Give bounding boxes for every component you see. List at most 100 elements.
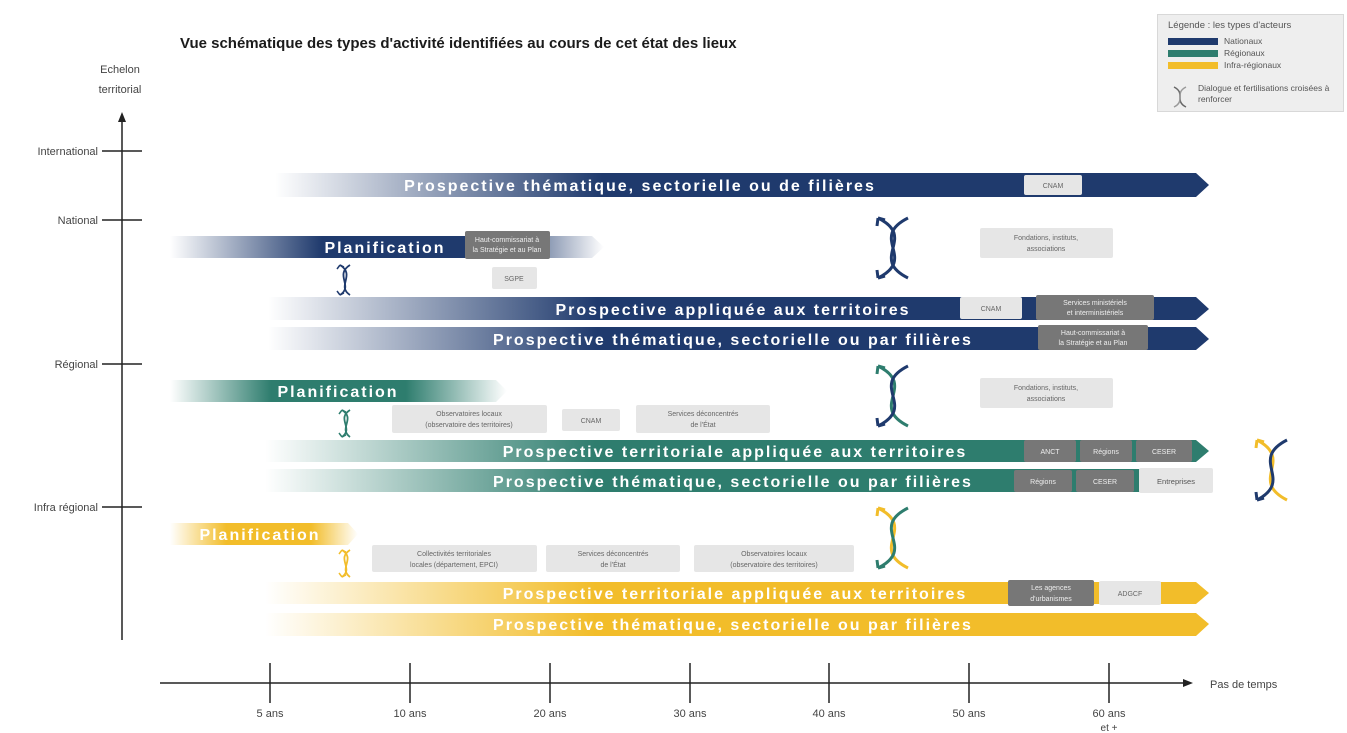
svg-text:CESER: CESER xyxy=(1152,449,1176,456)
actor-tag: Haut-commissariat à la Stratégie et au P… xyxy=(1038,325,1148,350)
svg-text:CNAM: CNAM xyxy=(1043,183,1064,190)
svg-text:Observatoires locaux: Observatoires locaux xyxy=(741,551,807,558)
actor-tag: Fondations, instituts, associations xyxy=(980,228,1113,258)
actor-tag: Entreprises xyxy=(1139,468,1213,493)
y-axis-title-line1: Echelon xyxy=(100,64,140,76)
actor-tag: Haut-commissariat à la Stratégie et au P… xyxy=(465,231,550,259)
actor-tag: Services déconcentrés de l'État xyxy=(636,405,770,433)
svg-text:Entreprises: Entreprises xyxy=(1157,477,1195,486)
legend-dialogue-note: Dialogue et fertilisations croisées à re… xyxy=(1198,83,1330,104)
legend-swatch-regionaux xyxy=(1168,50,1218,57)
band-label: Prospective territoriale appliquée aux t… xyxy=(503,586,968,603)
actor-tag: CNAM xyxy=(1024,175,1082,195)
svg-text:ADGCF: ADGCF xyxy=(1118,591,1143,598)
svg-text:de l'État: de l'État xyxy=(600,560,625,569)
actor-tag: CESER xyxy=(1076,470,1134,492)
svg-text:de l'État: de l'État xyxy=(690,420,715,429)
svg-text:et interministériels: et interministériels xyxy=(1067,310,1124,317)
svg-text:CNAM: CNAM xyxy=(981,306,1002,313)
svg-text:CESER: CESER xyxy=(1093,479,1117,486)
band-label: Prospective thématique, sectorielle ou p… xyxy=(493,332,973,349)
actor-tag: SGPE xyxy=(492,267,537,289)
level-regional: Régional xyxy=(55,359,98,371)
band-infra-planification: Planification xyxy=(170,523,358,545)
dialogue-icon xyxy=(338,549,351,578)
band-label: Prospective appliquée aux territoires xyxy=(556,302,911,319)
band-regional-territoriale: Prospective territoriale appliquée aux t… xyxy=(265,440,1209,462)
svg-text:la Stratégie et au Plan: la Stratégie et au Plan xyxy=(1059,340,1128,347)
band-infra-thematique: Prospective thématique, sectorielle ou p… xyxy=(265,613,1209,636)
svg-text:(observatoire des territoires): (observatoire des territoires) xyxy=(425,422,513,429)
band-label: Prospective territoriale appliquée aux t… xyxy=(503,444,968,461)
svg-text:Services déconcentrés: Services déconcentrés xyxy=(668,411,739,418)
actor-tag: Collectivités territoriales locales (dép… xyxy=(372,545,537,572)
tick-60-ans: 60 ans xyxy=(1092,708,1126,720)
svg-text:SGPE: SGPE xyxy=(504,276,524,283)
svg-text:locales (département, EPCI): locales (département, EPCI) xyxy=(410,562,498,569)
svg-text:d'urbanismes: d'urbanismes xyxy=(1030,596,1072,603)
legend-label-regionaux: Régionaux xyxy=(1224,48,1265,58)
legend-title: Légende : les types d'acteurs xyxy=(1168,20,1292,31)
svg-text:Régions: Régions xyxy=(1030,479,1056,486)
actor-tag: CNAM xyxy=(562,409,620,431)
x-axis-title: Pas de temps xyxy=(1210,679,1278,691)
band-label: Planification xyxy=(277,384,398,401)
diagram-title: Vue schématique des types d'activité ide… xyxy=(180,35,737,52)
level-international: International xyxy=(37,146,98,158)
tick-30-ans: 30 ans xyxy=(673,708,707,720)
band-national-thematique-filieres: Prospective thématique, sectorielle ou p… xyxy=(268,327,1209,350)
svg-text:ANCT: ANCT xyxy=(1040,449,1060,456)
level-infra-regional: Infra régional xyxy=(34,502,98,514)
svg-text:Haut-commissariat à: Haut-commissariat à xyxy=(1061,330,1125,337)
y-axis: Echelon territorial International Nation… xyxy=(34,64,142,640)
actor-tag: CESER xyxy=(1136,440,1192,462)
band-infra-territoriale: Prospective territoriale appliquée aux t… xyxy=(265,582,1209,604)
y-axis-title-line2: territorial xyxy=(99,84,142,96)
legend-label-nationaux: Nationaux xyxy=(1224,36,1263,46)
tick-5-ans: 5 ans xyxy=(257,708,284,720)
legend: Légende : les types d'acteurs Nationaux … xyxy=(1157,14,1344,112)
x-axis: Pas de temps 5 ans 10 ans 20 ans 30 ans … xyxy=(160,663,1278,733)
svg-text:Haut-commissariat à: Haut-commissariat à xyxy=(475,237,539,244)
dialogue-icon xyxy=(336,264,351,296)
actor-tag: Régions xyxy=(1080,440,1132,462)
svg-text:Collectivités territoriales: Collectivités territoriales xyxy=(417,551,491,558)
svg-text:Services ministériels: Services ministériels xyxy=(1063,300,1127,307)
actor-tag: Les agences d'urbanismes xyxy=(1008,580,1094,606)
legend-swatch-nationaux xyxy=(1168,38,1218,45)
legend-label-infra: Infra-régionaux xyxy=(1224,60,1282,70)
svg-text:(observatoire des territoires): (observatoire des territoires) xyxy=(730,562,818,569)
band-regional-thematique: Prospective thématique, sectorielle ou p… xyxy=(265,469,1209,492)
svg-text:CNAM: CNAM xyxy=(581,418,602,425)
dialogue-icon xyxy=(875,506,909,570)
svg-text:Les agences: Les agences xyxy=(1031,585,1071,592)
legend-swatch-infra xyxy=(1168,62,1218,69)
svg-text:la Stratégie et au Plan: la Stratégie et au Plan xyxy=(473,247,542,254)
band-label: Prospective thématique, sectorielle ou p… xyxy=(493,474,973,491)
band-label: Prospective thématique, sectorielle ou d… xyxy=(404,178,876,195)
svg-text:Régions: Régions xyxy=(1093,449,1119,456)
tick-20-ans: 20 ans xyxy=(533,708,567,720)
actor-tag: ANCT xyxy=(1024,440,1076,462)
band-label: Planification xyxy=(324,240,445,257)
svg-text:Fondations, instituts,: Fondations, instituts, xyxy=(1014,385,1078,392)
svg-text:Fondations, instituts,: Fondations, instituts, xyxy=(1014,235,1078,242)
dialogue-icon xyxy=(338,409,351,438)
actor-tag: Observatoires locaux (observatoire des t… xyxy=(694,545,854,572)
svg-text:associations: associations xyxy=(1027,246,1066,253)
dialogue-icon xyxy=(875,364,909,428)
dialogue-icon xyxy=(875,216,909,280)
svg-text:Services déconcentrés: Services déconcentrés xyxy=(578,551,649,558)
tick-10-ans: 10 ans xyxy=(393,708,427,720)
tick-40-ans: 40 ans xyxy=(812,708,846,720)
actor-tag: ADGCF xyxy=(1099,581,1161,605)
actor-tag: Observatoires locaux (observatoire des t… xyxy=(392,405,547,433)
svg-text:Observatoires locaux: Observatoires locaux xyxy=(436,411,502,418)
tick-50-ans: 50 ans xyxy=(952,708,986,720)
actor-tag: Fondations, instituts, associations xyxy=(980,378,1113,408)
tick-60-suffix: et + xyxy=(1101,723,1118,733)
band-label: Prospective thématique, sectorielle ou p… xyxy=(493,617,973,634)
actor-tag: Régions xyxy=(1014,470,1072,492)
actor-tag: CNAM xyxy=(960,297,1022,319)
